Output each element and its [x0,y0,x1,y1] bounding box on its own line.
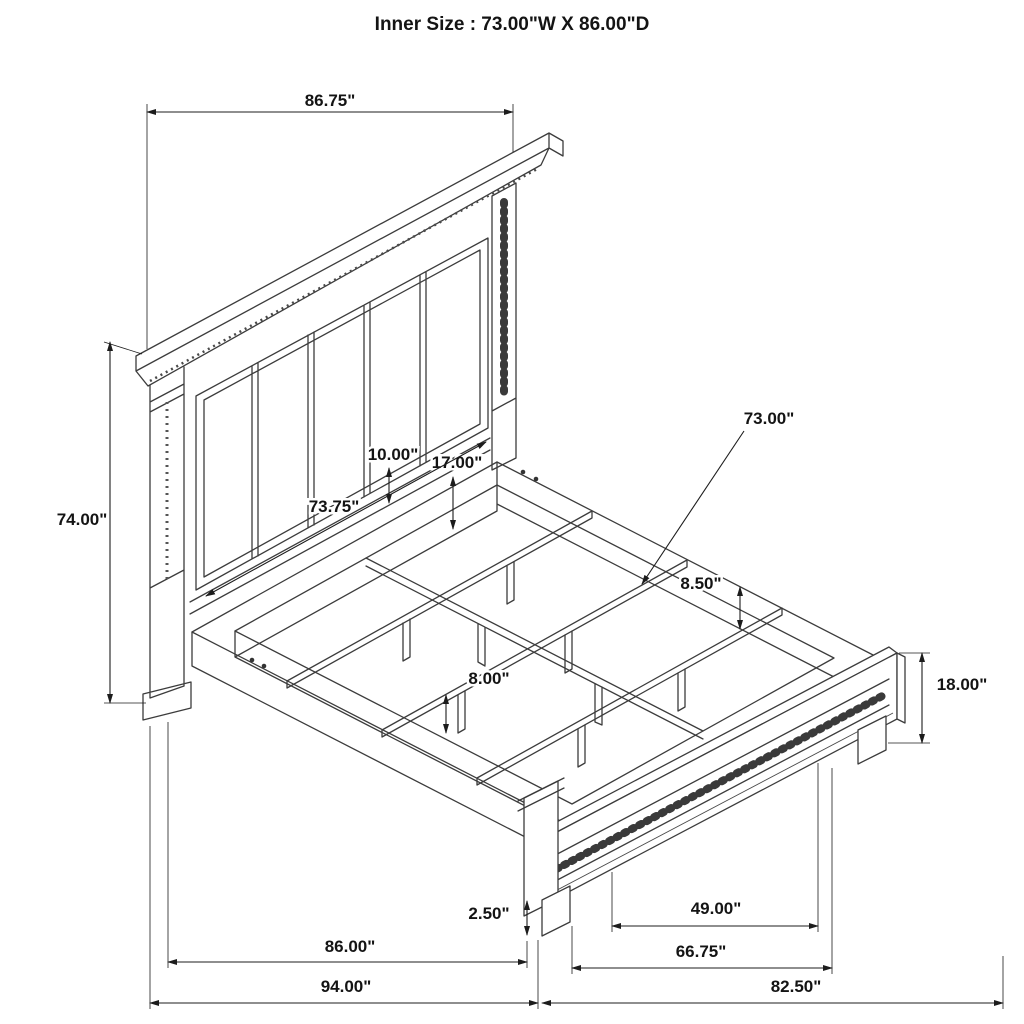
footboard-end-cap [896,652,906,724]
diagram-title: Inner Size : 73.00"W X 86.00"D [375,14,650,35]
footboard-rope-trim [545,690,890,877]
dimension-line [205,441,487,597]
headboard-right-pilaster [491,182,517,471]
headboard-panel [195,237,489,591]
bolt-hole [249,657,255,663]
footboard-left-post-cap [517,777,565,812]
leader-line [641,430,745,585]
footboard-molding [541,712,894,899]
dim-footboard-height-label: 18.00" [937,675,988,694]
headboard [135,132,564,721]
slat-legs [402,561,686,768]
frame-rail-faces [191,461,878,862]
dim-headboard-height-label: 74.00" [57,510,108,529]
dimension-foot-height: 2.50" [466,900,530,936]
dimension-side-rail-height: 8.50" [678,572,743,630]
dimension-side-rail-length: 86.00" [167,722,528,968]
dim-foot-height-label: 2.50" [468,904,509,923]
dimension-headboard-inner-width: 73.75" [205,441,487,597]
dimension-slat-leg-height: 8.00" [443,667,512,734]
extension-line [149,726,539,1009]
dim-overall-depth-label: 94.00" [321,977,372,996]
extension-line [611,763,819,932]
bolt-hole [520,469,526,475]
dimension-footboard-outer-span: 66.75" [571,768,833,974]
dim-headboard-inner-width-label: 73.75" [309,497,360,516]
dimension-headboard-width: 86.75" [146,89,514,349]
bolt-hole [533,476,539,482]
dimension-footboard-height: 18.00" [888,652,990,744]
dimension-headboard-height: 74.00" [54,341,146,704]
dimension-slat-length: 73.00" [641,407,797,585]
headboard-crown-beading [149,166,540,383]
dim-slat-leg-height-label: 8.00" [468,669,509,688]
footboard-left-foot [541,885,571,937]
dim-footboard-outer-span-label: 66.75" [676,942,727,961]
headboard-crown [135,132,564,387]
dim-footboard-inner-span-label: 49.00" [691,899,742,918]
dimension-overall-depth: 94.00" [149,726,539,1009]
dimension-overall-width: 82.50" [541,956,1004,1009]
footboard-band [545,678,890,887]
dimensions: 86.75" 74.00" 10.00" 17.00" 73.75" 73.00… [54,89,1004,1009]
dimension-panel-inset: 10.00" [365,443,421,504]
dim-side-rail-length-label: 86.00" [325,937,376,956]
dimension-footboard-inner-span: 49.00" [611,763,819,932]
dim-slat-length-label: 73.00" [744,409,795,428]
extension-line [146,104,514,349]
dim-side-rail-height-label: 8.50" [680,574,721,593]
footboard-right-foot [857,715,887,765]
center-rail [365,557,704,740]
dim-headboard-width-label: 86.75" [305,91,356,110]
dim-panel-inset-label: 10.00" [368,445,419,464]
dim-rail-drop-label: 17.00" [432,453,483,472]
dim-overall-width-label: 82.50" [771,977,822,996]
bolt-hole [261,663,267,669]
footboard [517,646,906,937]
extension-line [167,722,528,968]
